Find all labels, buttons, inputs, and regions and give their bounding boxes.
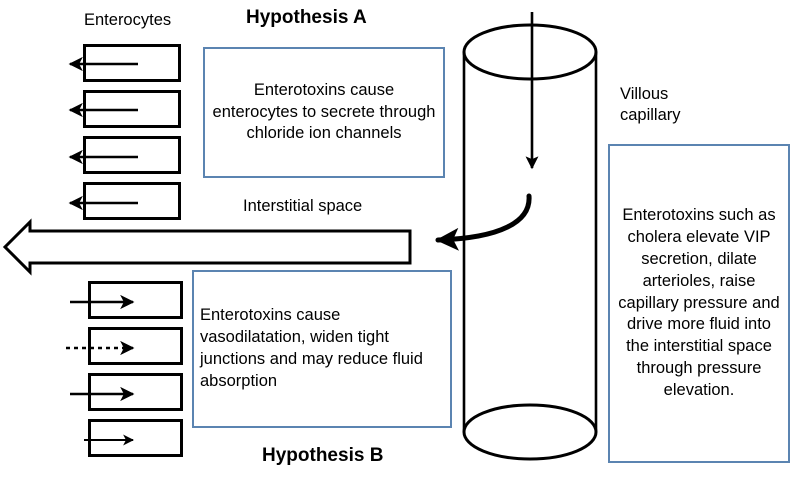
enterocytes-label: Enterocytes [84, 11, 172, 29]
enterocyte-cell-bottom-2 [88, 327, 183, 365]
cylinder-bottom-ellipse [462, 403, 598, 461]
cylinder-top-ellipse [462, 23, 598, 81]
hypothesis-b-callout-text: Enterotoxins cause vasodilatation, widen… [200, 306, 423, 390]
hypothesis-b-title: Hypothesis B [262, 445, 384, 466]
enterocyte-cell-top-4 [83, 182, 181, 220]
enterocyte-cell-top-3 [83, 136, 181, 174]
villous-capillary-callout-text: Enterotoxins such as cholera elevate VIP… [618, 205, 780, 400]
hypothesis-a-title: Hypothesis A [246, 7, 367, 28]
enterocyte-cell-top-2 [83, 90, 181, 128]
villous-capillary-callout: Enterotoxins such as cholera elevate VIP… [608, 144, 790, 463]
enterocyte-cell-bottom-3 [88, 373, 183, 411]
interstitial-flow-arrow [2, 218, 412, 276]
enterocyte-cell-bottom-1 [88, 281, 183, 319]
hypothesis-a-callout-text: Enterotoxins cause enterocytes to secret… [212, 80, 436, 143]
enterocyte-cell-top-1 [83, 44, 181, 82]
hypothesis-b-callout: Enterotoxins cause vasodilatation, widen… [192, 270, 452, 428]
enterocyte-cell-bottom-4 [88, 419, 183, 457]
hypothesis-a-callout: Enterotoxins cause enterocytes to secret… [203, 47, 445, 178]
capillary-exudation-arrow [435, 193, 532, 251]
interstitial-space-label: Interstitial space [243, 197, 363, 215]
villous-capillary-label: Villous capillary [620, 85, 681, 125]
